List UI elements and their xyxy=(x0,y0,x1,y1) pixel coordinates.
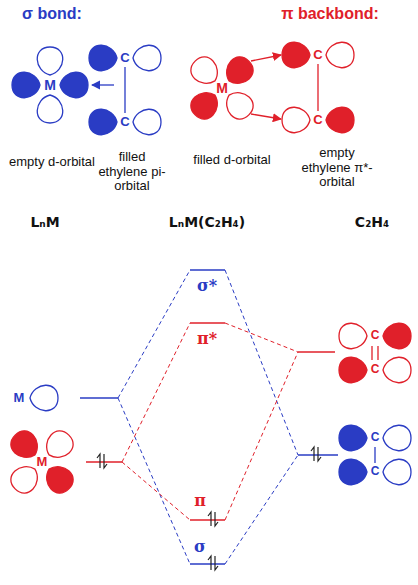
orbital-caption: filled d-orbital xyxy=(193,153,270,168)
atom-label: M xyxy=(14,391,25,406)
p-lobe xyxy=(339,357,367,383)
p-lobe xyxy=(383,323,411,349)
atom-label: C xyxy=(371,363,380,377)
level xyxy=(298,351,335,353)
correlation-line xyxy=(225,270,298,455)
column-header: LₙM xyxy=(30,214,59,230)
correlation-line xyxy=(118,270,190,398)
d-lobe xyxy=(60,72,88,98)
atom-label: C xyxy=(120,51,129,66)
backbond-picture xyxy=(186,42,354,133)
energy-levels xyxy=(80,270,338,564)
metal-icons xyxy=(6,385,78,498)
d-lobe xyxy=(12,72,40,98)
hybrid-lobe xyxy=(30,385,58,411)
section-heading: σ bond: xyxy=(22,5,82,23)
level xyxy=(80,397,118,399)
orbital-caption: filled ethylene pi-orbital xyxy=(96,150,168,195)
electron-pair xyxy=(208,556,218,570)
backdonation-arrow xyxy=(251,55,281,61)
p-lobe xyxy=(383,357,411,383)
orbital-caption: empty d-orbital xyxy=(9,155,95,170)
level xyxy=(190,322,225,324)
electron-pairs xyxy=(97,447,321,570)
p-lobe xyxy=(89,109,117,135)
p-lobe xyxy=(133,45,161,71)
correlation-lines xyxy=(118,270,298,564)
atom-label: C xyxy=(371,465,380,479)
p-lobe xyxy=(339,425,367,451)
p-lobe xyxy=(383,425,411,451)
correlation-line xyxy=(225,323,298,352)
level-label: σ* xyxy=(197,277,217,295)
sigma-picture xyxy=(12,45,161,135)
d-lobe xyxy=(37,47,63,75)
p-lobe xyxy=(339,323,367,349)
atom-label: C xyxy=(371,431,380,445)
level xyxy=(190,269,225,271)
atom-label: C xyxy=(313,48,322,63)
level-label: σ xyxy=(194,538,206,556)
p-lobe xyxy=(282,107,310,133)
level xyxy=(190,519,225,521)
atom-label: C xyxy=(120,115,129,130)
atom-label: C xyxy=(313,113,322,128)
orbital-caption: empty ethylene π*-orbital xyxy=(301,146,373,191)
section-heading: π backbond: xyxy=(281,5,379,23)
electron-pair xyxy=(97,454,107,468)
p-lobe xyxy=(133,109,161,135)
p-lobe xyxy=(326,107,354,133)
cc-bond xyxy=(374,447,375,463)
electron-pair xyxy=(311,447,321,461)
p-lobe xyxy=(326,42,354,68)
ethylene-icons xyxy=(339,323,411,485)
donation-arrow xyxy=(92,84,114,85)
correlation-line xyxy=(122,462,190,520)
column-header: LₙM(C₂H₄) xyxy=(169,214,245,230)
correlation-line xyxy=(118,398,190,564)
level xyxy=(190,563,225,565)
correlation-line xyxy=(122,323,190,462)
p-lobe xyxy=(282,42,310,68)
atom-label: M xyxy=(37,455,48,470)
atom-label: C xyxy=(371,329,380,343)
p-lobe xyxy=(383,459,411,485)
backdonation-arrow xyxy=(251,114,281,119)
p-lobe xyxy=(339,459,367,485)
cc-bond xyxy=(371,346,372,360)
atom-label: M xyxy=(216,80,228,96)
cc-bond xyxy=(377,346,378,360)
correlation-line xyxy=(225,455,298,564)
d-lobe xyxy=(37,95,63,123)
correlation-line xyxy=(225,352,298,520)
column-header: C₂H₄ xyxy=(355,214,389,230)
cc-bond xyxy=(124,67,125,113)
level-label: π xyxy=(194,492,206,510)
cc-bond xyxy=(317,64,318,111)
electron-pair xyxy=(208,512,218,526)
p-lobe xyxy=(89,45,117,71)
atom-label: M xyxy=(44,77,56,93)
level-label: π* xyxy=(197,330,217,348)
